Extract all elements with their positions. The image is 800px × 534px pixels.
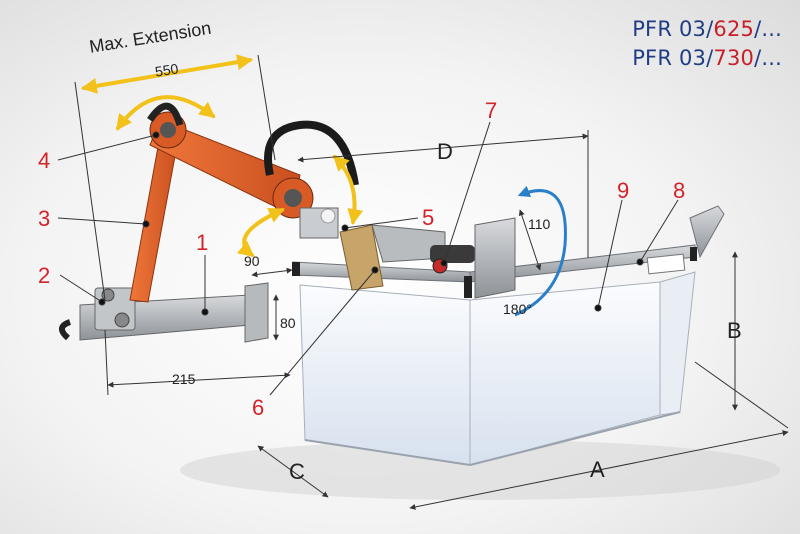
model-suffix: /...: [754, 46, 782, 70]
shield-frame: [292, 205, 725, 298]
callout-4: 4: [38, 148, 51, 173]
rotation-arrow: [514, 185, 567, 317]
dimension-d: D: [437, 139, 453, 164]
model-prefix: PFR 03/: [632, 17, 714, 41]
dimension-lines: [74, 54, 789, 510]
dimension-550: 550: [153, 60, 180, 80]
dimension-c: C: [289, 459, 305, 484]
base-mount: [59, 282, 269, 343]
dimension-a: A: [590, 457, 605, 482]
clamp-assembly: [339, 217, 516, 299]
callout-1: 1: [196, 230, 209, 255]
model-variant: 625: [713, 17, 755, 41]
model-code-625: PFR 03/625/...: [632, 17, 782, 41]
model-suffix: /...: [754, 17, 782, 41]
dimension-80: 80: [280, 315, 296, 331]
callout-leaders: [57, 121, 679, 396]
callout-9: 9: [617, 178, 630, 203]
dimension-90: 90: [244, 253, 260, 269]
model-code-730: PFR 03/730/...: [632, 46, 782, 70]
callout-5: 5: [422, 205, 435, 230]
callout-6: 6: [252, 395, 265, 420]
callout-2: 2: [38, 263, 51, 288]
rotation-180: 180°: [503, 301, 532, 317]
protective-shield: [299, 271, 696, 466]
callout-8: 8: [673, 178, 686, 203]
callout-7: 7: [485, 98, 498, 123]
dimension-b: B: [727, 318, 742, 343]
dimension-110: 110: [528, 216, 551, 232]
model-variant: 730: [713, 46, 755, 70]
callout-3: 3: [38, 206, 51, 231]
model-prefix: PFR 03/: [632, 46, 714, 70]
dimension-215: 215: [172, 371, 196, 387]
